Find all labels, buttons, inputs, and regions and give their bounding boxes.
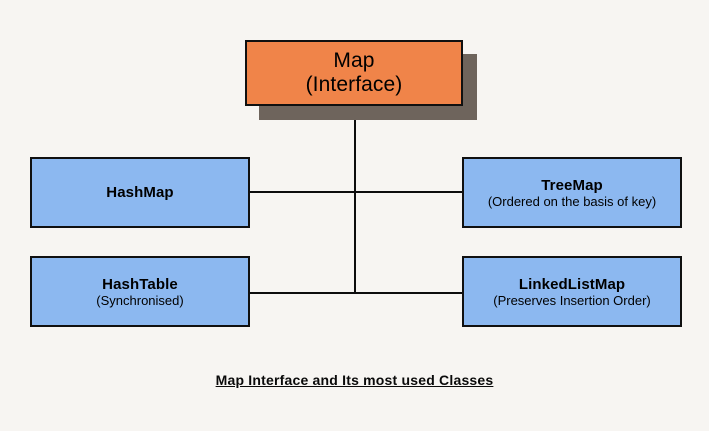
node-hashmap[interactable]: HashMap — [30, 157, 250, 228]
node-linkedlistmap-note: (Preserves Insertion Order) — [493, 292, 651, 308]
diagram-caption: Map Interface and Its most used Classes — [215, 372, 494, 388]
node-map-title: Map — [333, 49, 375, 73]
connector-trunk-vertical — [354, 105, 356, 294]
node-map-stereotype: (Interface) — [305, 73, 403, 96]
node-hashtable[interactable]: HashTable (Synchronised) — [30, 256, 250, 327]
node-hashtable-note: (Synchronised) — [96, 292, 184, 308]
node-treemap[interactable]: TreeMap (Ordered on the basis of key) — [462, 157, 682, 228]
node-linkedlistmap[interactable]: LinkedListMap (Preserves Insertion Order… — [462, 256, 682, 327]
node-hashmap-title: HashMap — [106, 184, 174, 201]
node-hashtable-title: HashTable — [102, 275, 178, 293]
node-treemap-note: (Ordered on the basis of key) — [487, 193, 657, 209]
connector-branch-lower — [249, 292, 463, 294]
connector-branch-upper — [249, 191, 463, 193]
node-map-interface[interactable]: Map (Interface) — [245, 40, 463, 106]
node-linkedlistmap-title: LinkedListMap — [518, 275, 626, 293]
node-treemap-title: TreeMap — [541, 176, 603, 194]
